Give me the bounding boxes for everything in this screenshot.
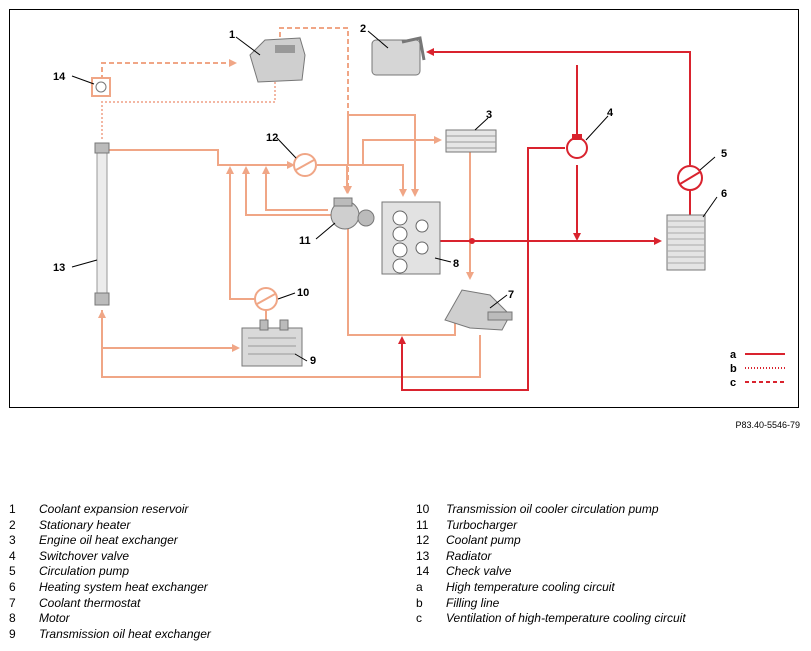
filling-line-path <box>101 82 276 140</box>
key-b-label: b <box>730 363 737 375</box>
callout-12: 12 <box>266 132 278 144</box>
diagram-frame: 1 2 3 4 5 6 7 8 9 10 11 12 13 14 a b c <box>9 9 799 408</box>
callout-2: 2 <box>360 23 366 35</box>
cooling-circuit-diagram: 1 2 3 4 5 6 7 8 9 10 11 12 13 14 a b c <box>53 23 785 391</box>
reservoir-bypass-line <box>347 114 419 197</box>
bottom-return-line <box>98 310 481 378</box>
radiator-top-to-pump-line <box>108 149 295 169</box>
junction-dot <box>469 238 475 244</box>
valve-to-return-line <box>398 147 565 391</box>
circulation-pump <box>677 165 703 191</box>
coolant-pump <box>293 153 317 177</box>
callout-9: 9 <box>310 355 316 367</box>
high-temp-lines <box>398 48 691 391</box>
engine-oil-heat-exchanger <box>445 129 497 153</box>
thermostat-return-line <box>242 166 456 336</box>
check-valve <box>91 77 111 97</box>
transmission-oil-heat-exchanger <box>241 319 303 367</box>
callout-1: 1 <box>229 29 235 41</box>
figure-reference: P83.40-5546-79 <box>735 420 800 430</box>
radiator-bottom-line <box>101 310 240 352</box>
callout-5: 5 <box>721 148 727 160</box>
stationary-heater <box>371 36 426 76</box>
key-c-label: c <box>730 377 736 389</box>
coolant-thermostat <box>444 289 513 331</box>
callout-13: 13 <box>53 262 65 274</box>
callout-7: 7 <box>508 289 514 301</box>
callout-3: 3 <box>486 109 492 121</box>
pump-to-heater-line <box>426 48 691 165</box>
transmission-oil-pump <box>254 287 278 311</box>
heating-heat-exchanger <box>666 214 706 271</box>
callout-4: 4 <box>607 107 614 119</box>
line-key: a b c <box>730 349 785 389</box>
pump-to-oil-cooler-line <box>362 136 442 165</box>
vent-line-top <box>101 59 237 88</box>
callout-8: 8 <box>453 258 459 270</box>
trans-pump-loop-line <box>226 166 255 300</box>
turbocharger <box>330 197 375 230</box>
key-a-label: a <box>730 349 737 361</box>
filling-lines <box>101 82 276 140</box>
switchover-valve <box>566 134 588 159</box>
callout-10: 10 <box>297 287 309 299</box>
pump-outlet-line <box>317 164 407 197</box>
callout-14: 14 <box>53 71 66 83</box>
engine-block <box>381 201 441 275</box>
coolant-expansion-reservoir <box>249 37 306 83</box>
vent-line-heater <box>279 27 352 194</box>
radiator <box>94 142 110 306</box>
callout-6: 6 <box>721 188 727 200</box>
turbo-return-line <box>262 166 328 211</box>
leader-lines <box>71 30 718 362</box>
callout-11: 11 <box>299 235 311 247</box>
